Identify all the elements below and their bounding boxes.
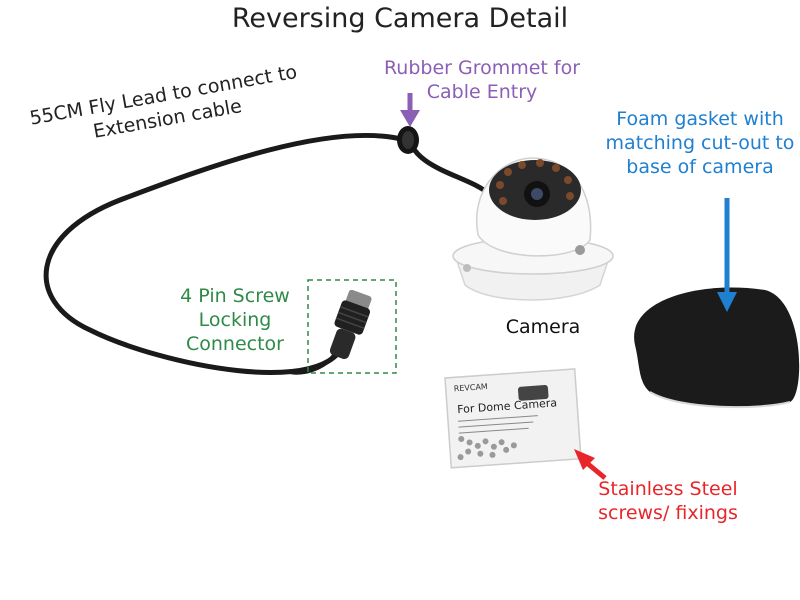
packet-brand: REVCAM [453,382,488,393]
camera-label: Camera [505,316,581,338]
foam-gasket [634,287,800,409]
page-title: Reversing Camera Detail [231,3,569,34]
grommet-arrow [400,93,420,127]
screws-packet: REVCAM For Dome Camera [444,368,582,469]
grommet-label: Rubber Grommet for Cable Entry [383,57,581,103]
pin-connector-highlight-box [307,279,397,374]
foam-gasket-label: Foam gasket with matching cut-out to bas… [605,108,795,178]
rubber-grommet [397,126,419,154]
pin-connector [329,289,372,359]
steel-screws-label: Stainless Steel screws/ fixings [598,478,738,524]
pin-connector-label: 4 Pin Screw Locking Connector [180,285,290,355]
foam-arrow [717,198,737,312]
dome-camera [452,157,614,301]
steel-arrow [574,449,607,480]
